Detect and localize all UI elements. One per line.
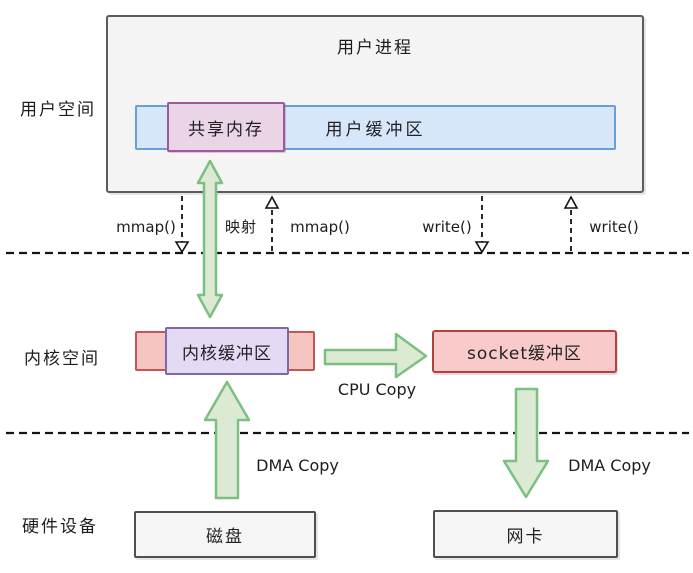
write-right-label: write() xyxy=(589,218,639,236)
kernel-buffer-box: 内核缓冲区 xyxy=(165,327,289,375)
shared-memory-box: 共享内存 xyxy=(167,102,285,152)
dma-copy-down-arrow xyxy=(502,387,550,499)
kernel-buffer-label: 内核缓冲区 xyxy=(182,343,272,364)
hardware-devices-label: 硬件设备 xyxy=(22,517,98,537)
dma-copy-up-arrow xyxy=(203,380,251,500)
cpu-copy-arrow xyxy=(323,332,428,379)
socket-buffer-label: socket缓冲区 xyxy=(467,344,582,364)
write-right-up-arrow xyxy=(563,195,579,252)
disk-box: 磁盘 xyxy=(134,511,316,558)
dma-copy-left-label: DMA Copy xyxy=(256,456,339,475)
user-space-label: 用户空间 xyxy=(20,100,96,120)
nic-label: 网卡 xyxy=(506,526,545,547)
mapping-label: 映射 xyxy=(224,218,257,236)
user-process-title: 用户进程 xyxy=(337,38,413,58)
user-buffer-label: 用户缓冲区 xyxy=(325,120,426,140)
dma-copy-right-label: DMA Copy xyxy=(568,456,651,475)
mmap-right-label: mmap() xyxy=(290,218,350,236)
kernel-space-label: 内核空间 xyxy=(24,349,100,369)
write-left-label: write() xyxy=(422,218,472,236)
shared-memory-label: 共享内存 xyxy=(188,119,264,140)
disk-label: 磁盘 xyxy=(206,527,244,547)
mmap-left-label: mmap() xyxy=(116,218,176,236)
socket-buffer-box: socket缓冲区 xyxy=(432,330,617,373)
mmap-right-up-arrow xyxy=(264,195,280,252)
nic-box: 网卡 xyxy=(433,510,618,558)
cpu-copy-label: CPU Copy xyxy=(337,380,417,399)
